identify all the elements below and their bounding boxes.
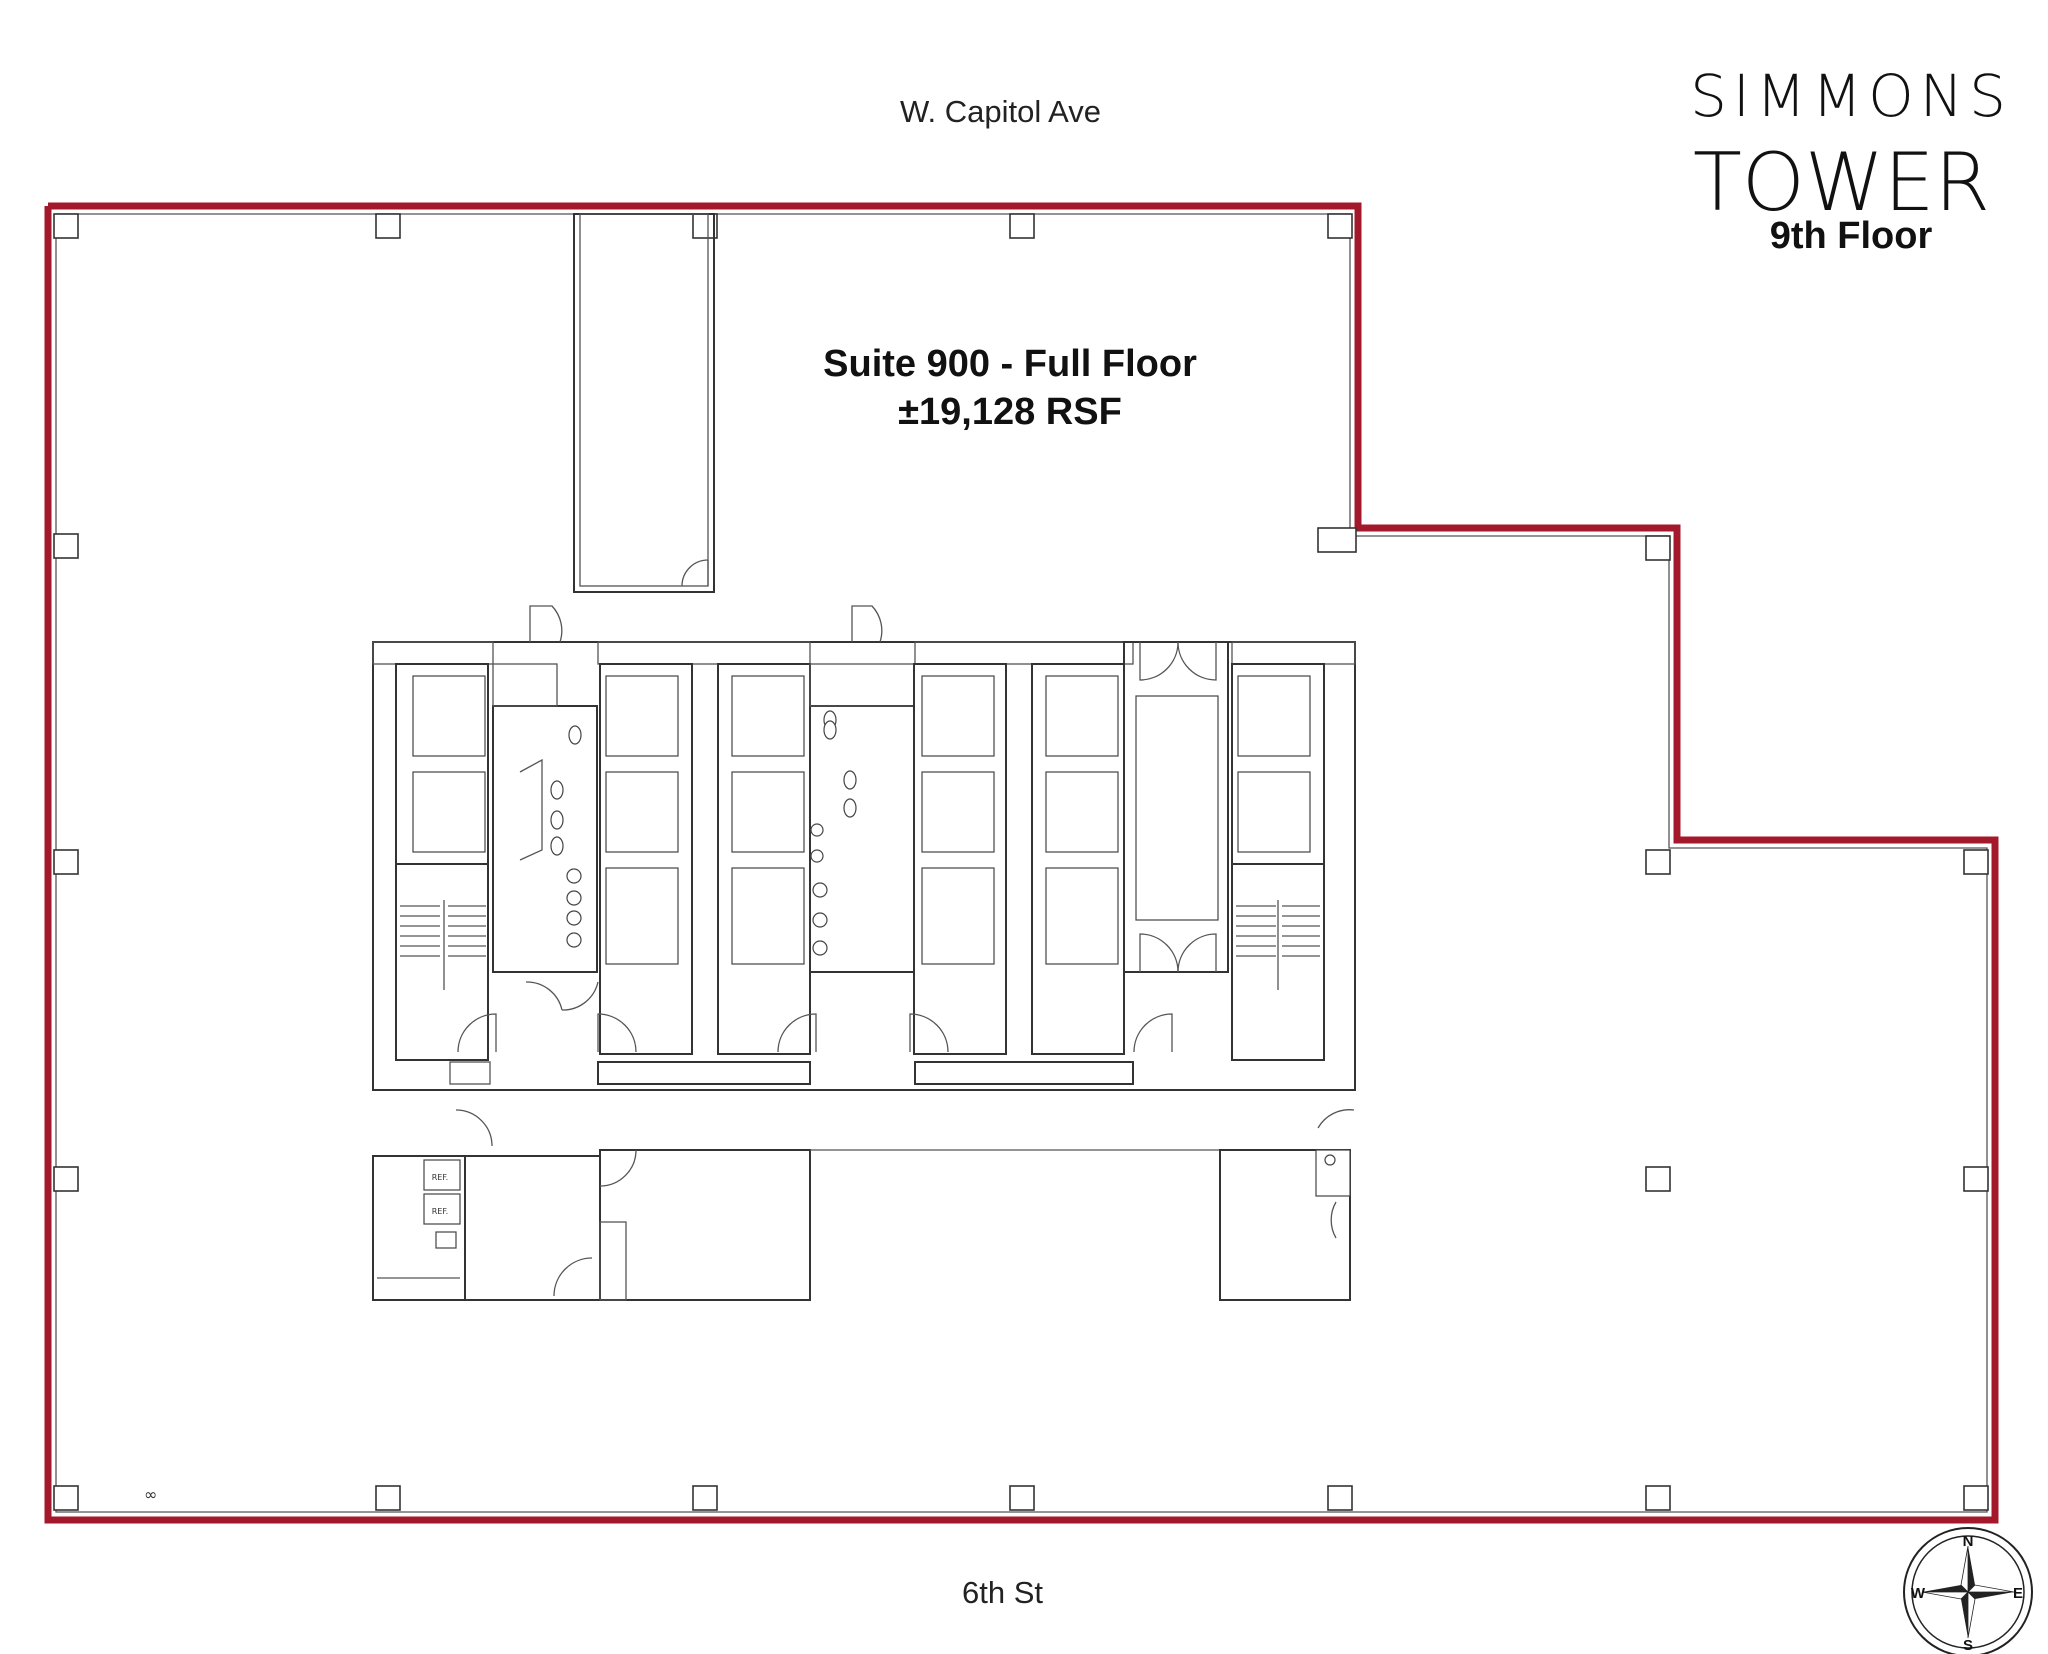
lower-rooms: REF. REF. (372, 1109, 1355, 1301)
compass-icon: N S E W (1903, 1527, 2033, 1654)
infinity-icon: ∞ (144, 1485, 157, 1504)
column (1317, 527, 1357, 553)
column (53, 213, 79, 239)
column (1645, 1485, 1671, 1511)
column (1009, 213, 1035, 239)
floor-label: 9th Floor (1769, 215, 1933, 257)
suite-name: Suite 900 - Full Floor (823, 343, 1197, 385)
column (1645, 535, 1671, 561)
column (53, 1166, 79, 1192)
column (1963, 1166, 1989, 1192)
column (53, 849, 79, 875)
shaft-room (573, 213, 715, 593)
column (1963, 1485, 1989, 1511)
compass-s: S (1963, 1637, 1973, 1654)
street-label-north: W. Capitol Ave (900, 94, 1102, 129)
column (1009, 1485, 1035, 1511)
compass-e: E (2013, 1585, 2023, 1602)
column (1327, 213, 1353, 239)
suite-title: Suite 900 - Full Floor ±19,128 RSF (780, 340, 1240, 436)
logo-tower: TOWER (1693, 136, 1990, 229)
compass-w: W (1911, 1585, 1926, 1602)
columns (53, 213, 1989, 1511)
column (375, 213, 401, 239)
column (375, 1485, 401, 1511)
building-core (372, 605, 1356, 1091)
suite-boundary (44, 202, 1999, 1524)
column (1645, 1166, 1671, 1192)
column (53, 533, 79, 559)
column (692, 1485, 718, 1511)
exterior-wall-inner (55, 213, 1988, 1513)
column (1645, 849, 1671, 875)
suite-area: ±19,128 RSF (898, 391, 1122, 433)
column (53, 1485, 79, 1511)
ref-label: REF. (432, 1207, 448, 1216)
column (1327, 1485, 1353, 1511)
logo-tower-text: TOWER (1693, 136, 1990, 229)
ref-label: REF. (432, 1173, 448, 1182)
street-label-south: 6th St (962, 1575, 1043, 1610)
logo-simmons: SIMMONS (1690, 62, 2012, 130)
compass-n: N (1963, 1533, 1974, 1550)
column (1963, 849, 1989, 875)
